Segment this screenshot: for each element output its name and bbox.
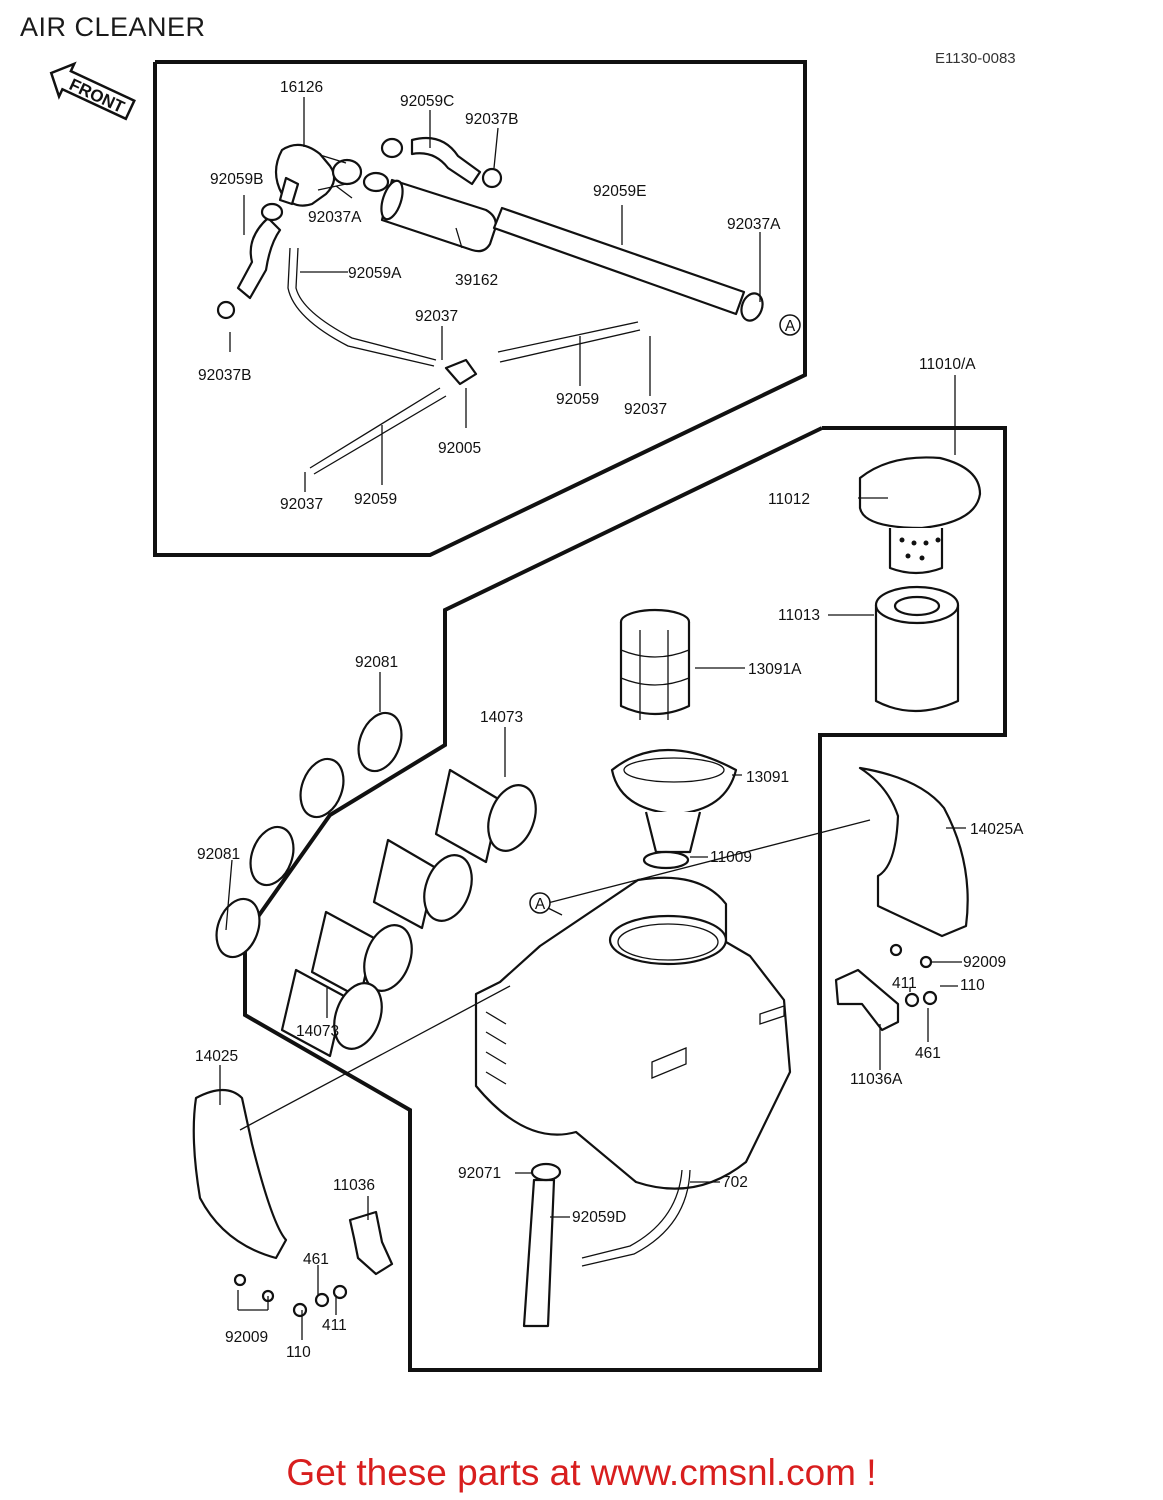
wing-bolt-11012 (858, 456, 982, 575)
callout-92071: 92071 (458, 1165, 501, 1182)
callout-14073-top: 14073 (480, 709, 523, 726)
holder-13091 (610, 748, 738, 854)
cover-14025A (858, 766, 969, 938)
callout-110-right: 110 (960, 977, 985, 994)
lower-frame (243, 426, 1007, 1372)
hose-92059-bottom (309, 387, 447, 475)
callout-411-left: 411 (322, 1317, 347, 1334)
callout-92037-bottom: 92037 (280, 496, 323, 513)
callout-92005: 92005 (438, 440, 481, 457)
callout-11036: 11036 (333, 1177, 375, 1194)
callout-702: 702 (722, 1174, 748, 1191)
callout-110-left: 110 (286, 1344, 311, 1361)
callout-461-left: 461 (303, 1251, 329, 1268)
case-air-cleaner (474, 876, 792, 1190)
diagram-title: AIR CLEANER (20, 12, 206, 42)
callout-461-right: 461 (915, 1045, 941, 1062)
callout-92059B: 92059B (210, 171, 263, 188)
callout-39162: 39162 (455, 272, 498, 289)
callout-92009-left: 92009 (225, 1329, 268, 1346)
a-marker-case: A (529, 892, 551, 914)
callout-13091A: 13091A (748, 661, 802, 678)
callout-11009: 11009 (710, 849, 752, 866)
callout-92059D: 92059D (572, 1209, 626, 1226)
callout-14073-bottom: 14073 (296, 1023, 339, 1040)
callout-92037A-right: 92037A (727, 216, 781, 233)
breather-housing-16126 (274, 143, 363, 207)
hose-92059C (410, 136, 482, 186)
hose-702 (581, 1169, 691, 1267)
callout-92081-top: 92081 (355, 654, 398, 671)
callout-11010A: 11010/A (919, 356, 976, 373)
element-frame-13091A (619, 608, 691, 720)
upper-frame (153, 60, 807, 557)
svg-text:A: A (535, 896, 546, 913)
hose-92059-right (497, 321, 641, 363)
washer-11009 (642, 850, 690, 870)
hose-92059A (287, 247, 437, 367)
o-rings-92081 (215, 711, 403, 959)
cover-14025 (192, 1088, 288, 1260)
callout-14025A: 14025A (970, 821, 1024, 838)
clamp-92037A-left (362, 171, 390, 193)
callout-14025: 14025 (195, 1048, 238, 1065)
callout-92037-right: 92037 (624, 401, 667, 418)
a-marker-top: A (779, 314, 801, 336)
separator-39162 (380, 178, 497, 253)
callout-92059A: 92059A (348, 265, 402, 282)
callout-11013: 11013 (778, 607, 820, 624)
front-label: FRONT (66, 75, 128, 117)
callout-92059-right: 92059 (556, 391, 599, 408)
front-arrow-icon: FRONT (49, 61, 136, 121)
callout-411-right: 411 (892, 975, 917, 992)
callout-92037B-top: 92037B (465, 111, 518, 128)
bracket-11036 (348, 1210, 394, 1276)
bracket-11036A (834, 968, 900, 1032)
callout-92081-left: 92081 (197, 846, 240, 863)
hose-92059E (492, 206, 764, 322)
callout-92059-bottom: 92059 (354, 491, 397, 508)
ducts-14073 (280, 768, 537, 1058)
diagram-code: E1130-0083 (935, 50, 1016, 67)
callout-16126: 16126 (280, 79, 323, 96)
callout-11012: 11012 (768, 491, 810, 508)
element-11013 (874, 585, 960, 713)
cta-link[interactable]: Get these parts at www.cmsnl.com ! (286, 1452, 877, 1493)
joint-92005 (444, 358, 478, 386)
callout-92009-right: 92009 (963, 954, 1006, 971)
callout-13091: 13091 (746, 769, 789, 786)
leader-lines (219, 97, 966, 1340)
svg-text:A: A (785, 318, 796, 335)
hose-92059D (522, 1162, 562, 1328)
hose-92059B (216, 202, 284, 320)
callout-92059C: 92059C (400, 93, 454, 110)
clamp-92037B-top (380, 137, 503, 189)
callout-92037-mid: 92037 (415, 308, 458, 325)
callout-92059E: 92059E (593, 183, 646, 200)
callout-92037A-left: 92037A (308, 209, 362, 226)
callout-11036A: 11036A (850, 1071, 903, 1088)
callout-92037B-bottom: 92037B (198, 367, 251, 384)
